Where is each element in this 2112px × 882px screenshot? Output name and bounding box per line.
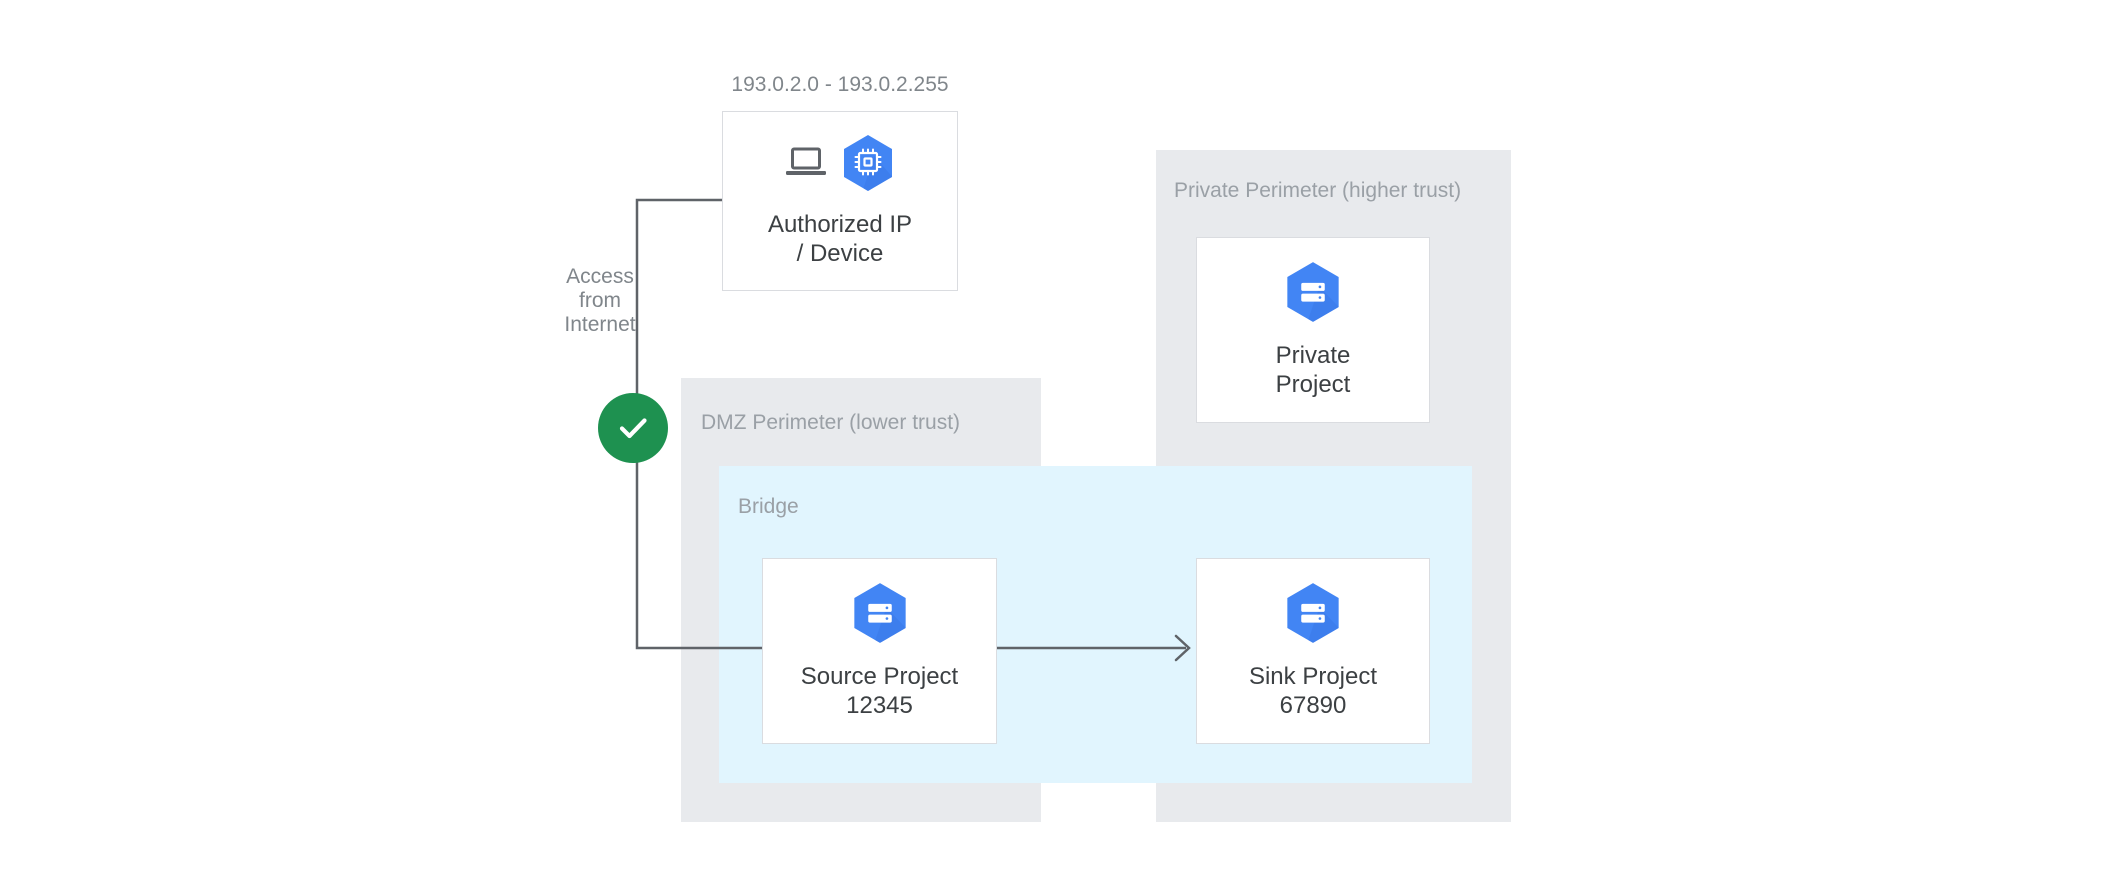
project-hexagon-icon <box>1287 262 1339 322</box>
project-hexagon-icon <box>853 583 906 643</box>
node-authorized-ip-device[interactable]: Authorized IP / Device <box>722 111 958 291</box>
node-icon-group <box>1284 582 1342 644</box>
node-icon-group <box>851 582 909 644</box>
check-circle-icon <box>598 393 668 463</box>
dmz-perimeter-label: DMZ Perimeter (lower trust) <box>701 411 961 434</box>
node-sink-project[interactable]: Sink Project 67890 <box>1196 558 1430 744</box>
node-private-project[interactable]: Private Project <box>1196 237 1430 423</box>
access-from-internet-label: Access from Internet <box>564 265 636 336</box>
bridge-label: Bridge <box>738 495 799 518</box>
ip-range-label: 193.0.2.0 - 193.0.2.255 <box>731 73 949 96</box>
node-icon-group <box>1284 261 1342 323</box>
private-perimeter-label: Private Perimeter (higher trust) <box>1174 179 1462 202</box>
node-label: Private Project <box>1275 342 1351 398</box>
node-label: Authorized IP / Device <box>767 211 913 267</box>
project-hexagon-icon <box>1287 583 1339 643</box>
compute-engine-hexagon-icon <box>844 135 892 191</box>
node-label: Source Project 12345 <box>800 663 959 719</box>
node-label: Sink Project 67890 <box>1248 663 1378 719</box>
node-source-project[interactable]: Source Project 12345 <box>762 558 997 744</box>
laptop-icon <box>786 147 826 175</box>
check-mark-glyph <box>619 418 647 439</box>
node-icon-group <box>785 134 895 192</box>
